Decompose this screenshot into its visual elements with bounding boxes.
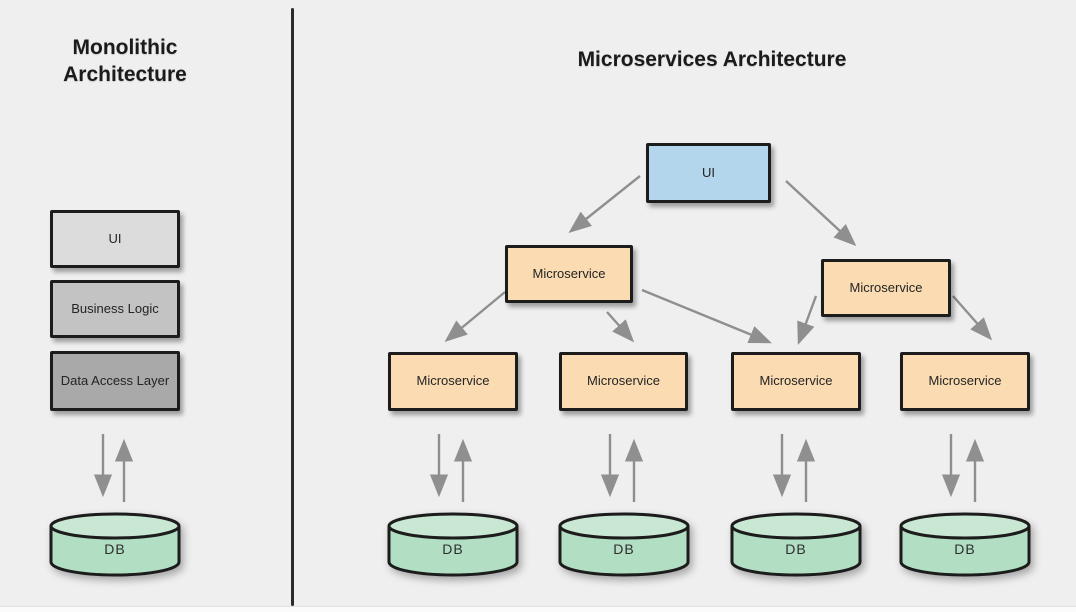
database-cylinder-icon [49, 512, 181, 577]
microservice-label: Microservice [587, 373, 660, 389]
arrow-midright-to-bottom4 [952, 295, 993, 341]
monolith-business-logic-box: Business Logic [50, 280, 180, 338]
db4-label: DB [954, 541, 976, 557]
arrow-ui-to-midservice-right [785, 180, 857, 247]
microservice-label: Microservice [416, 373, 490, 389]
microservices-ui-label: UI [702, 164, 715, 180]
microservice-label: Microservice [849, 279, 923, 295]
microservice-bottom-3-box: Microservice [731, 352, 861, 411]
database-cylinder-icon [730, 512, 862, 577]
monolith-ui-box: UI [50, 210, 180, 268]
microservice-database-1-cylinder: DB [386, 511, 520, 579]
microservice-mid-right-box: Microservice [821, 259, 951, 317]
arrow-midright-to-bottom3 [797, 295, 818, 345]
arrow-ui-to-midservice-left [568, 175, 641, 233]
db1-label: DB [442, 541, 464, 557]
arrow-midleft-to-bottom3 [641, 288, 772, 344]
database-cylinder-icon [899, 512, 1031, 577]
database-cylinder-icon [558, 512, 690, 577]
microservices-ui-box: UI [646, 143, 771, 203]
microservice-bottom-4-box: Microservice [900, 352, 1030, 411]
microservice-mid-left-box: Microservice [505, 245, 633, 303]
arrow-midleft-to-bottom2 [606, 311, 635, 343]
microservice-label: Microservice [928, 373, 1002, 389]
db3-label: DB [785, 541, 807, 557]
microservice-label: Microservice [759, 373, 833, 389]
monolith-data-access-label: Data Access Layer [60, 372, 170, 388]
db2-label: DB [613, 541, 635, 557]
microservice-bottom-1-box: Microservice [388, 352, 518, 411]
canvas-bottom-edge [0, 606, 1076, 612]
database-cylinder-icon [387, 512, 519, 577]
monolith-ui-label: UI [108, 230, 122, 246]
monolith-data-access-box: Data Access Layer [50, 351, 180, 411]
arrow-midleft-to-bottom1 [444, 291, 506, 343]
microservices-title: Microservices Architecture [577, 48, 847, 71]
microservice-database-2-cylinder: DB [557, 511, 691, 579]
monolithic-title: Monolithic Architecture [63, 36, 187, 87]
monolith-business-logic-label: Business Logic [71, 300, 159, 316]
monolith-db-label: DB [104, 541, 126, 557]
microservice-database-3-cylinder: DB [729, 511, 863, 579]
microservice-label: Microservice [532, 265, 606, 281]
monolith-database-cylinder: DB [48, 511, 182, 579]
microservice-database-4-cylinder: DB [898, 511, 1032, 579]
microservice-bottom-2-box: Microservice [559, 352, 688, 411]
panel-divider [291, 8, 294, 606]
